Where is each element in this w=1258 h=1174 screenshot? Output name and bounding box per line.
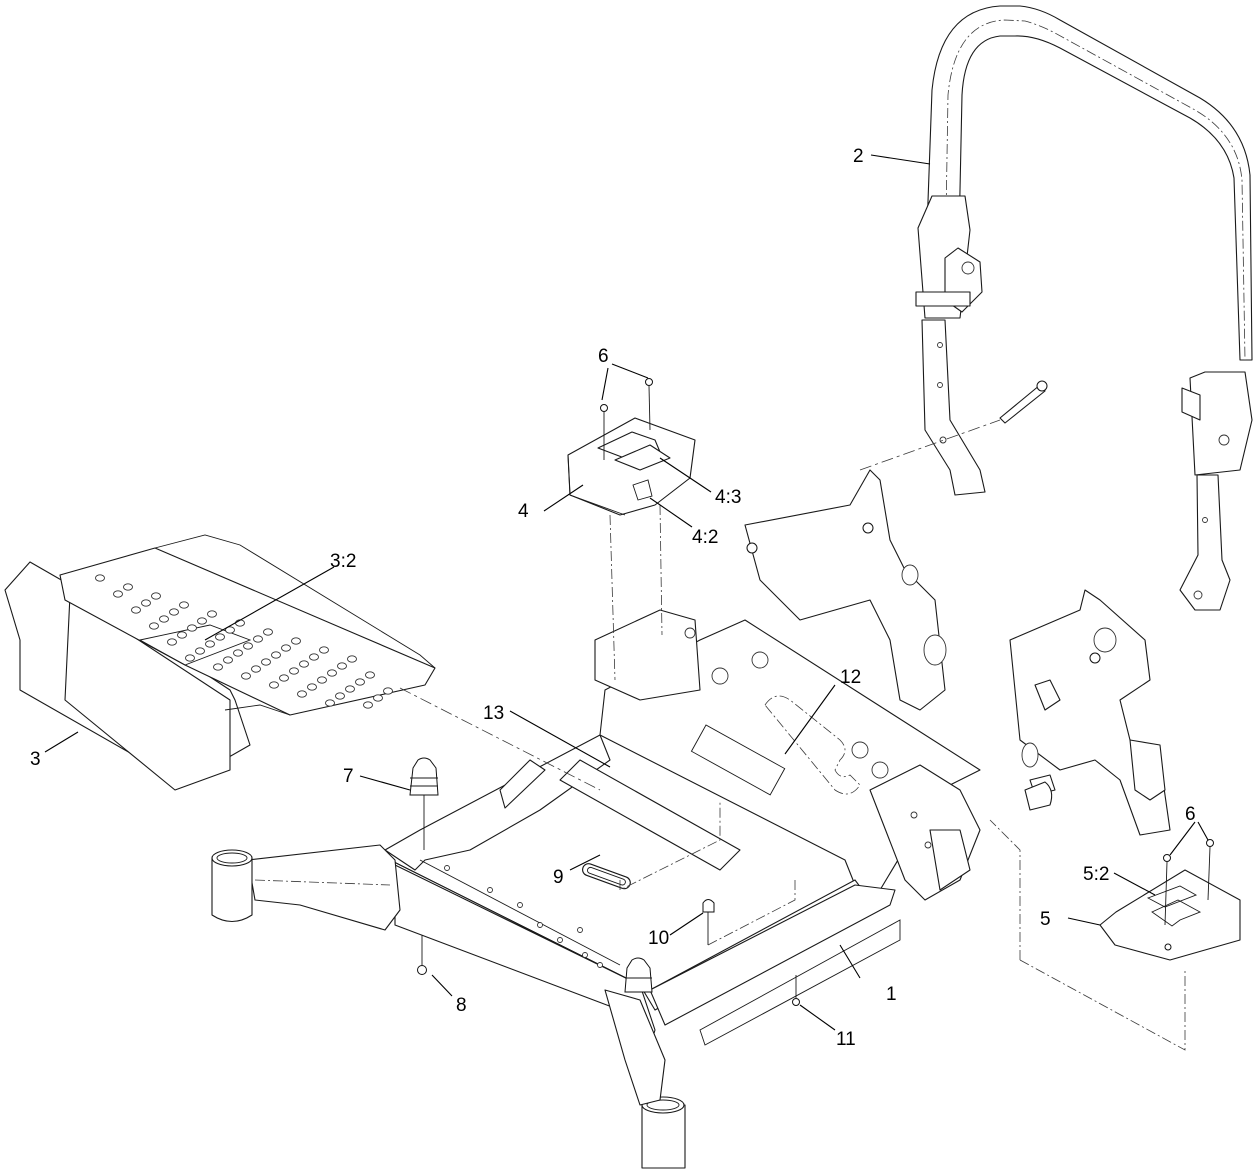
right-cover[interactable] (1099, 869, 1241, 961)
foot-platform[interactable] (4, 534, 436, 791)
callout-11[interactable]: 11 (836, 1029, 856, 1050)
platform-hole (307, 683, 317, 691)
roll-bar[interactable] (915, 5, 1253, 611)
callout-2[interactable]: 2 (853, 146, 864, 167)
platform-hole (327, 669, 337, 677)
platform-hole (383, 687, 393, 695)
platform-hole (291, 637, 301, 645)
platform-hole (345, 685, 355, 693)
platform-hole (185, 654, 195, 662)
left-cover-alignment (609, 504, 663, 681)
callout-1[interactable]: 1 (886, 984, 897, 1005)
callout-8[interactable]: 8 (456, 995, 467, 1016)
grommet[interactable] (581, 862, 632, 890)
platform-hole (281, 644, 291, 652)
bumper-front (624, 957, 653, 993)
platform-hole (197, 617, 207, 625)
platform-hole (213, 663, 223, 671)
right-cover-screws[interactable] (1163, 839, 1214, 951)
platform-hole (347, 655, 357, 663)
platform-hole (151, 592, 161, 600)
platform-hole (141, 599, 151, 607)
platform-hole (271, 651, 281, 659)
callout-5-2[interactable]: 5:2 (1083, 864, 1109, 885)
platform-hole (365, 671, 375, 679)
leader-lines (44, 154, 1209, 1031)
platform-hole (299, 660, 309, 668)
platform-hole (251, 665, 261, 673)
nut[interactable] (417, 935, 427, 975)
platform-hole (187, 624, 197, 632)
left-cover-screws[interactable] (600, 378, 653, 461)
nut-small[interactable] (792, 975, 800, 1006)
platform-hole (149, 622, 159, 630)
roll-bar-mount-axis (859, 419, 1001, 471)
bumper-small-alignment (707, 880, 796, 946)
platform-hole (263, 628, 273, 636)
frame-decal-12 (690, 724, 786, 796)
callout-6a[interactable]: 6 (598, 346, 609, 367)
platform-hole (215, 633, 225, 641)
platform-hole (317, 676, 327, 684)
platform-hole (131, 606, 141, 614)
platform-hole (233, 649, 243, 657)
platform-hole (297, 690, 307, 698)
platform-hole (253, 635, 263, 643)
right-cover-alignment (989, 819, 1186, 1051)
left-cover-side-decal (632, 479, 653, 501)
callout-5[interactable]: 5 (1040, 909, 1051, 930)
callout-4-3[interactable]: 4:3 (715, 487, 741, 508)
callout-7[interactable]: 7 (343, 766, 354, 787)
platform-hole (223, 656, 233, 664)
callout-3[interactable]: 3 (30, 749, 41, 770)
bumper[interactable] (409, 757, 439, 850)
callout-labels: 2 6 4 4:3 4:2 3:2 3 12 13 7 9 10 8 1 11 … (30, 146, 1196, 1050)
bumper-small[interactable] (702, 899, 715, 946)
platform-hole (269, 681, 279, 689)
platform-hole (205, 640, 215, 648)
platform-hole (243, 642, 253, 650)
callout-13[interactable]: 13 (483, 703, 504, 724)
platform-hole (319, 646, 329, 654)
callout-12[interactable]: 12 (840, 667, 861, 688)
platform-hole (373, 694, 383, 702)
platform-hole (113, 590, 123, 598)
left-cover[interactable] (567, 417, 696, 516)
callout-9[interactable]: 9 (553, 867, 564, 888)
platform-hole (261, 658, 271, 666)
platform-hole (123, 583, 133, 591)
callout-4[interactable]: 4 (518, 501, 529, 522)
platform-hole (355, 678, 365, 686)
platform-hole (241, 672, 251, 680)
callout-4-2[interactable]: 4:2 (692, 527, 718, 548)
platform-hole (337, 662, 347, 670)
platform-hole (279, 674, 289, 682)
platform-hole (289, 667, 299, 675)
grommet-alignment (619, 800, 721, 891)
callout-3-2[interactable]: 3:2 (330, 551, 356, 572)
platform-hole (195, 647, 205, 655)
callout-10[interactable]: 10 (648, 928, 669, 949)
platform-alignment (399, 687, 601, 791)
platform-hole (325, 699, 335, 707)
platform-hole (309, 653, 319, 661)
platform-hole (177, 631, 187, 639)
platform-hole (95, 574, 105, 582)
platform-hole (169, 608, 179, 616)
platform-hole (159, 615, 169, 623)
platform-hole (225, 626, 235, 634)
platform-hole (363, 701, 373, 709)
foot-platform-holes (95, 574, 393, 709)
platform-hole (335, 692, 345, 700)
platform-hole (179, 601, 189, 609)
main-frame[interactable] (211, 469, 1171, 1169)
platform-hole (207, 610, 217, 618)
callout-6b[interactable]: 6 (1185, 804, 1196, 825)
platform-hole (167, 638, 177, 646)
